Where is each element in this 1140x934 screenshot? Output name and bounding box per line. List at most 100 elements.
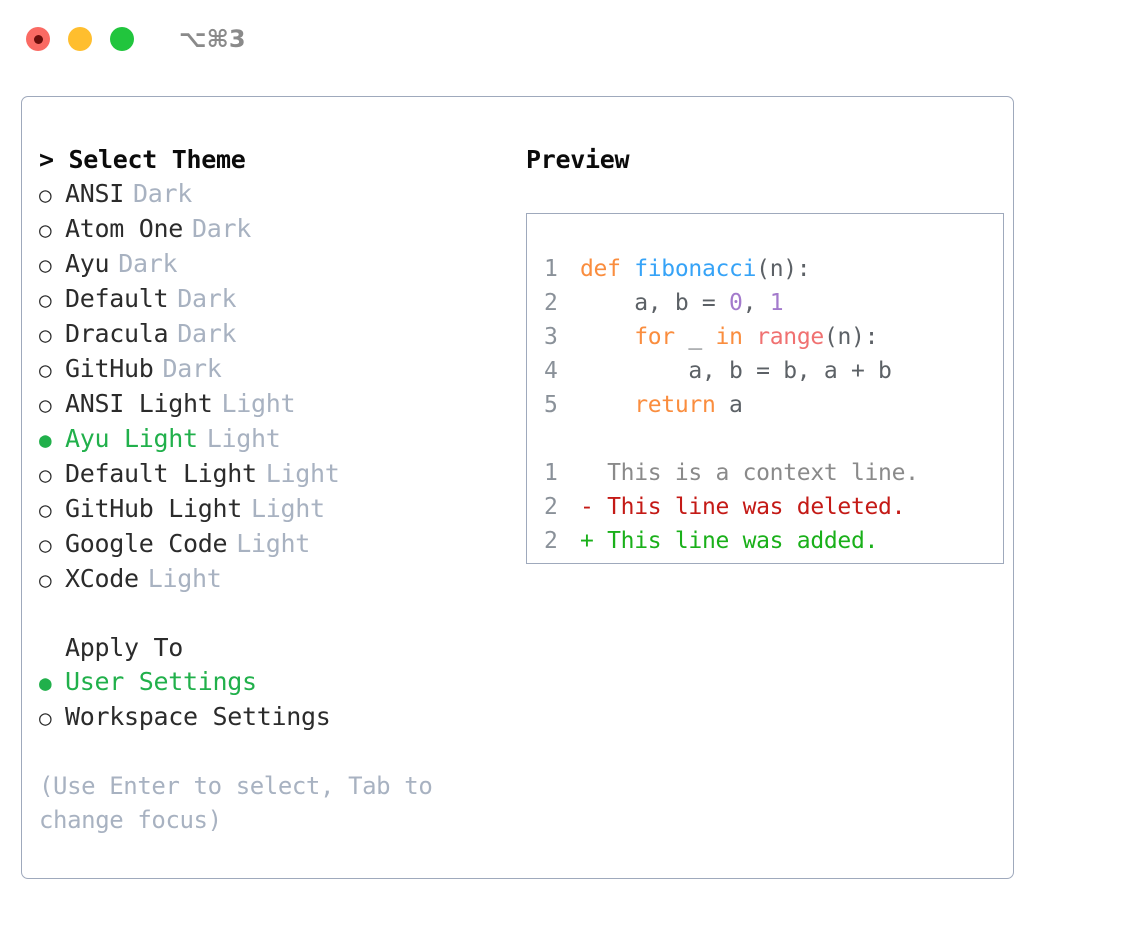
diff-marker <box>580 456 607 490</box>
theme-option-label: Atom One <box>65 214 184 243</box>
theme-option-label: GitHub <box>65 354 154 383</box>
preview-title: Preview <box>526 145 630 174</box>
theme-option-label: XCode <box>65 564 139 593</box>
theme-option-label: Ayu Light <box>65 424 198 453</box>
radio-unselected-icon: ○ <box>39 393 52 417</box>
radio-unselected-icon: ○ <box>39 498 52 522</box>
code-token: _ <box>674 324 716 350</box>
theme-option-label: GitHub Light <box>65 494 243 523</box>
line-number: 1 <box>544 460 558 486</box>
code-line-content: a, b = 0, 1 <box>580 286 783 320</box>
code-token <box>743 324 757 350</box>
minimize-button-icon[interactable] <box>68 27 92 51</box>
theme-option-github-light[interactable]: ○ GitHub Light Light <box>39 492 504 527</box>
theme-option-variant: Dark <box>192 214 252 243</box>
theme-option-variant: Dark <box>177 319 237 348</box>
close-button-icon[interactable] <box>26 27 50 51</box>
code-line: 2 a, b = 0, 1 <box>544 286 1003 320</box>
code-token: a, b = <box>580 290 730 316</box>
theme-option-label: Dracula <box>65 319 169 348</box>
theme-option-ayu[interactable]: ○ Ayu Dark <box>39 247 504 282</box>
code-line-content: for _ in range(n): <box>580 320 878 354</box>
code-token: in <box>715 324 743 350</box>
code-token: (n): <box>823 324 879 350</box>
code-token: 0 <box>729 290 743 316</box>
line-number: 3 <box>544 324 558 350</box>
theme-option-google-code[interactable]: ○ Google Code Light <box>39 527 504 562</box>
code-token: fibonacci <box>634 256 757 282</box>
line-number: 2 <box>544 528 558 554</box>
code-line-content: a, b = b, a + b <box>580 354 892 388</box>
diff-line-content: This line was added. <box>607 528 879 554</box>
code-token: 1 <box>769 290 784 316</box>
diff-marker: + <box>580 528 608 554</box>
apply-to-list[interactable]: ● User Settings ○Workspace Settings <box>39 665 504 735</box>
radio-unselected-icon: ○ <box>39 706 52 730</box>
select-theme-header: > Select Theme <box>39 145 246 174</box>
diff-marker: - <box>580 494 608 520</box>
apply-to-option-workspace-settings[interactable]: ○Workspace Settings <box>39 700 504 735</box>
apply-to-option-label: User Settings <box>65 667 257 696</box>
theme-option-dracula[interactable]: ○ Dracula Dark <box>39 317 504 352</box>
radio-selected-icon: ● <box>39 671 52 695</box>
theme-option-variant: Light <box>236 529 311 558</box>
keyboard-hint: (Use Enter to select, Tab to change focu… <box>39 772 433 834</box>
traffic-lights <box>26 27 134 51</box>
theme-option-variant: Light <box>251 494 325 523</box>
code-token: (n): <box>756 256 811 282</box>
radio-unselected-icon: ○ <box>39 288 52 312</box>
code-line: 4 a, b = b, a + b <box>544 354 1003 388</box>
code-token: range <box>756 324 824 350</box>
theme-option-variant: Light <box>221 389 296 418</box>
maximize-button-icon[interactable] <box>110 27 134 51</box>
theme-option-variant: Dark <box>118 249 178 278</box>
radio-unselected-icon: ○ <box>39 323 52 347</box>
code-token: , <box>742 290 770 316</box>
radio-unselected-icon: ○ <box>39 568 52 592</box>
diff-line-content: This line was deleted. <box>607 494 906 520</box>
theme-option-variant: Light <box>147 564 222 593</box>
diff-line: 2- This line was deleted. <box>544 490 1003 524</box>
code-line: 5 return a <box>544 388 1003 422</box>
spacer <box>544 422 1003 456</box>
theme-option-xcode[interactable]: ○ XCode Light <box>39 562 504 597</box>
close-dot-icon <box>33 34 43 44</box>
theme-option-variant: Light <box>265 459 340 488</box>
line-number: 5 <box>544 392 558 418</box>
code-token: a <box>715 392 743 418</box>
line-number: 2 <box>544 290 558 316</box>
theme-option-label: Ayu <box>65 249 110 278</box>
radio-unselected-icon: ○ <box>39 253 52 277</box>
apply-to-option-user-settings[interactable]: ● User Settings <box>39 665 504 700</box>
code-token: a, b = b, a + b <box>580 358 892 384</box>
line-number: 4 <box>544 358 558 384</box>
radio-unselected-icon: ○ <box>39 463 52 487</box>
title-bar: ⌥⌘3 <box>0 0 1140 78</box>
radio-unselected-icon: ○ <box>39 533 52 557</box>
radio-selected-icon: ● <box>39 428 52 452</box>
radio-unselected-icon: ○ <box>39 358 52 382</box>
diff-line: 2 + This line was added. <box>544 524 1003 558</box>
diff-line-content: This is a context line. <box>607 460 919 486</box>
diff-sample: 1 This is a context line. 2- This line wa… <box>544 456 1003 558</box>
apply-to-title: Apply To <box>65 633 184 662</box>
theme-option-label: ANSI <box>65 179 125 208</box>
radio-unselected-icon: ○ <box>39 183 52 207</box>
window-title: ⌥⌘3 <box>179 25 246 53</box>
theme-option-label: Google Code <box>65 529 228 558</box>
theme-option-label: Default <box>65 284 169 313</box>
